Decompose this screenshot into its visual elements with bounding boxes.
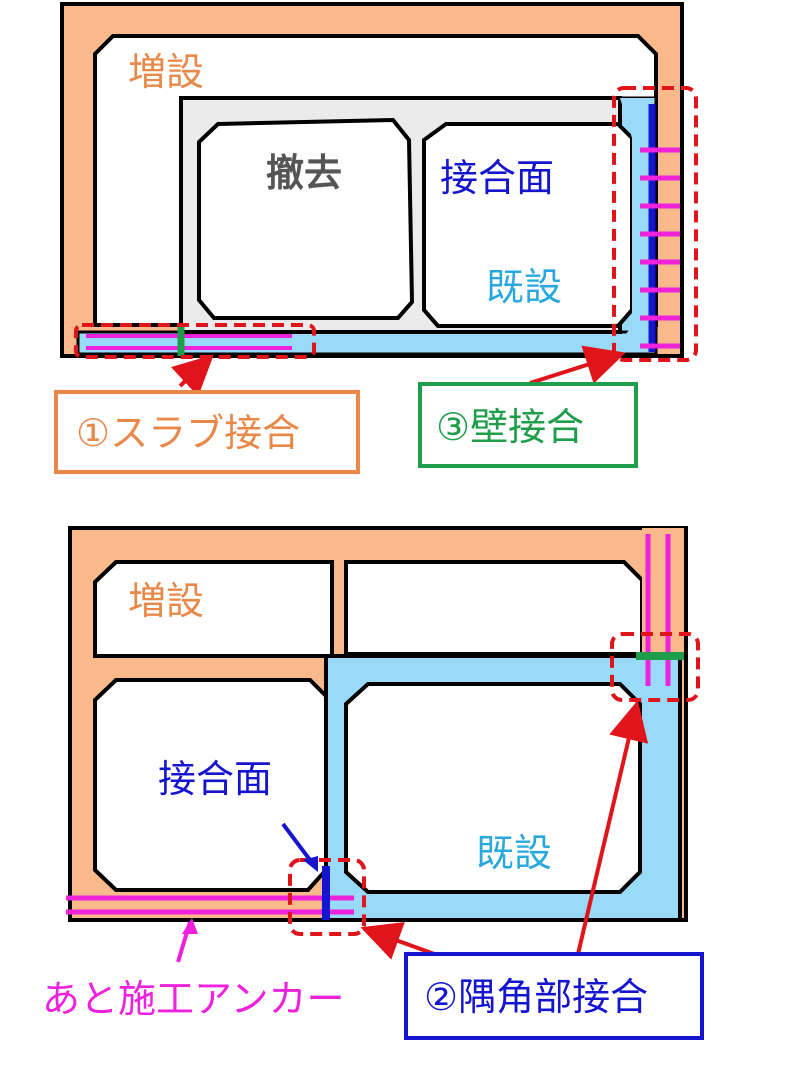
wall-callout-arrow xyxy=(529,345,626,385)
bottom-corner-dashed-box-right xyxy=(610,632,700,702)
bottom-existing-label: 既設 xyxy=(476,831,552,875)
bottom-anchors xyxy=(66,534,684,920)
top-removal-label: 撤去 xyxy=(266,151,342,195)
bottom-joint-face-label: 接合面 xyxy=(158,757,272,801)
bottom-extension-hollow-right xyxy=(344,560,644,656)
top-existing-label: 既設 xyxy=(486,265,562,309)
slab-callout-arrow xyxy=(170,354,214,397)
wall-joint-callout-label: ③壁接合 xyxy=(436,405,584,449)
top-wall-anchors xyxy=(640,104,680,352)
corner-arrow-right xyxy=(576,700,649,955)
anchor-label: あと施工アンカー xyxy=(42,977,344,1021)
top-wall-dashed-box xyxy=(612,86,698,362)
bottom-extension-label: 増設 xyxy=(128,579,204,623)
wall-joint-callout-box xyxy=(418,382,638,468)
top-existing-cell xyxy=(422,122,634,328)
slab-joint-callout-box xyxy=(54,390,360,474)
bottom-existing-hollow xyxy=(344,682,642,894)
top-joint-face-label: 接合面 xyxy=(440,156,554,200)
corner-joint-callout-label: ②隅角部接合 xyxy=(424,975,648,1019)
top-slab-anchors xyxy=(86,326,292,356)
slab-joint-callout-label: ①スラブ接合 xyxy=(76,411,300,455)
bottom-corner-dashed-box-left xyxy=(288,858,366,936)
bottom-extension-hollow-left xyxy=(93,678,328,892)
corner-joint-callout-box xyxy=(404,952,704,1040)
bottom-diagram: 増設 接合面 既設 あと施工アンカー ②隅角部接合 xyxy=(42,526,704,1040)
top-diagram: 増設 撤去 接合面 既設 ①スラブ接合 ③壁接合 xyxy=(54,2,698,474)
corner-arrow-left xyxy=(360,922,441,960)
bottom-extension-hollow-top xyxy=(93,560,334,658)
top-extension-label: 増設 xyxy=(128,50,204,94)
top-removal-cell xyxy=(197,117,415,320)
